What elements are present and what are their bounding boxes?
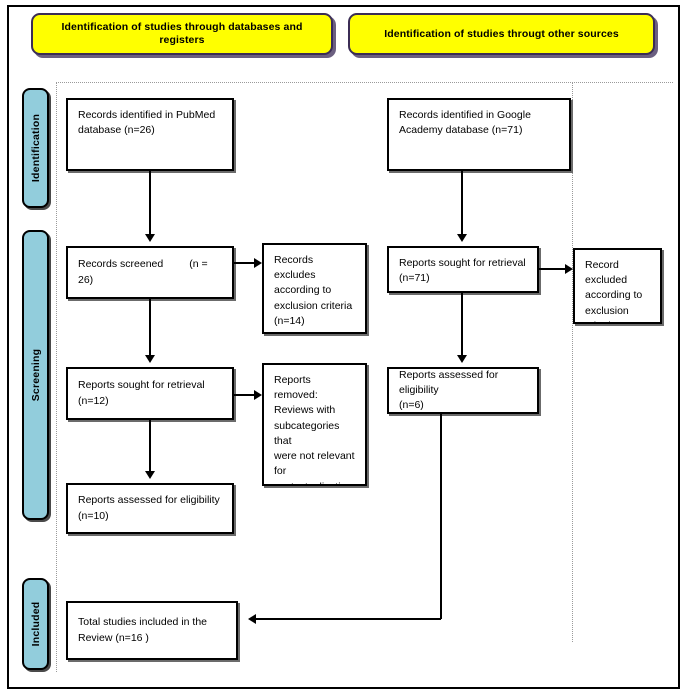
box-reports-assessed-eligibility-10: Reports assessed for eligibility (n=10) — [66, 483, 234, 534]
connector-eligible6-to-total16-horizontal — [256, 618, 441, 620]
box-eligible6-line2: (n=6) — [399, 399, 424, 412]
box-google-line1: Records identified in Google — [399, 109, 531, 121]
box-total-studies-included: Total studies included in the Review (n=… — [66, 601, 238, 660]
box-pubmed-line1: Records identified in PubMed — [78, 109, 216, 121]
box-removed2-line2: Reviews with — [274, 404, 336, 417]
box-screened-label: Records screened — [78, 258, 164, 271]
box-excluded57-line1: Record — [585, 259, 619, 271]
box-retrieval71-line2: (n=71) — [399, 272, 430, 285]
box-total16-line2: Review (n=16 ) — [78, 631, 149, 644]
phase-label-identification: Identification — [29, 113, 42, 183]
connector-google-to-retrieval71 — [461, 171, 463, 234]
box-excluded57-line5: criteria (n=57) — [585, 319, 650, 322]
box-excluded14-line1: Records excludes — [274, 254, 316, 282]
guide-line-horizontal — [56, 82, 673, 83]
phase-bar-included: Included — [22, 578, 49, 670]
phase-bar-identification: Identification — [22, 88, 49, 208]
connector-retrieval71-to-excluded57 — [539, 268, 566, 270]
connector-pubmed-to-screened — [149, 171, 151, 234]
arrowhead-retrieval12-to-eligible10 — [145, 471, 155, 479]
connector-retrieval12-to-eligible10 — [149, 420, 151, 471]
box-retrieval12-line2: (n=12) — [78, 394, 109, 407]
box-record-excluded-57: Record excluded according to exclusion c… — [573, 248, 662, 324]
arrowhead-retrieval12-to-removed2 — [254, 390, 262, 400]
box-reports-sought-retrieval-71: Reports sought for retrieval (n=71) — [387, 246, 539, 293]
box-eligible6-line1: Reports assessed for eligibility — [399, 368, 499, 396]
box-excluded57-line3: according to — [585, 289, 643, 302]
box-pubmed-line2: database (n=26) — [78, 124, 155, 137]
box-eligible10-line2: (n=10) — [78, 509, 109, 522]
phase-bar-screening: Screening — [22, 230, 49, 520]
box-eligible10-line1: Reports assessed for eligibility — [78, 494, 220, 507]
connector-screened-to-retrieval12 — [149, 299, 151, 355]
banner-identification-databases: Identification of studies through databa… — [31, 13, 333, 55]
box-screened-count: (n = 26) — [78, 258, 208, 286]
guide-line-vertical-left — [56, 82, 57, 672]
arrowhead-retrieval71-to-excluded57 — [565, 264, 573, 274]
box-records-identified-pubmed: Records identified in PubMed database (n… — [66, 98, 234, 171]
box-records-excluded-14: Records excludes according to exclusion … — [262, 243, 367, 334]
arrowhead-eligible6-to-total16 — [248, 614, 256, 624]
box-records-identified-google: Records identified in Google Academy dat… — [387, 98, 571, 171]
box-retrieval71-line1: Reports sought for retrieval — [399, 257, 526, 269]
box-screened-text: Records screened(n = 26) — [78, 257, 222, 287]
arrowhead-pubmed-to-screened — [145, 234, 155, 242]
box-excluded14-line2: according to — [274, 284, 332, 297]
arrowhead-screened-to-retrieval12 — [145, 355, 155, 363]
box-excluded14-line3: exclusion criteria — [274, 299, 353, 312]
box-reports-sought-retrieval-12: Reports sought for retrieval (n=12) — [66, 367, 234, 420]
connector-retrieval71-to-eligible6 — [461, 293, 463, 355]
box-removed2-line6: contextualization — [274, 480, 355, 484]
banner-identification-other-sources: Identification of studies througt other … — [348, 13, 655, 55]
box-removed2-line3: subcategories that — [274, 419, 340, 447]
box-total16-line1: Total studies included in the — [78, 616, 207, 629]
arrowhead-google-to-retrieval71 — [457, 234, 467, 242]
box-excluded57-line4: exclusion — [585, 304, 629, 317]
phase-label-screening: Screening — [29, 348, 42, 402]
arrowhead-screened-to-excluded14 — [254, 258, 262, 268]
arrowhead-retrieval71-to-eligible6 — [457, 355, 467, 363]
box-removed2-line5: for — [274, 465, 287, 478]
box-removed2-line1: Reports removed: — [274, 374, 318, 402]
box-records-screened: Records screened(n = 26) — [66, 246, 234, 299]
box-excluded14-line4: (n=14) — [274, 314, 305, 327]
connector-screened-to-excluded14 — [234, 262, 255, 264]
box-excluded57-line2: excluded — [585, 274, 628, 287]
connector-eligible6-to-total16-vertical — [440, 414, 442, 619]
phase-label-included: Included — [29, 601, 42, 647]
box-reports-assessed-eligibility-6: Reports assessed for eligibility (n=6) — [387, 367, 539, 414]
guide-line-vertical-right — [572, 82, 573, 642]
box-reports-removed-2: Reports removed: Reviews with subcategor… — [262, 363, 367, 486]
connector-retrieval12-to-removed2 — [234, 394, 255, 396]
box-removed2-line4: were not relevant — [274, 450, 355, 463]
box-google-line2: Academy database (n=71) — [399, 124, 523, 137]
box-retrieval12-line1: Reports sought for retrieval — [78, 379, 205, 392]
